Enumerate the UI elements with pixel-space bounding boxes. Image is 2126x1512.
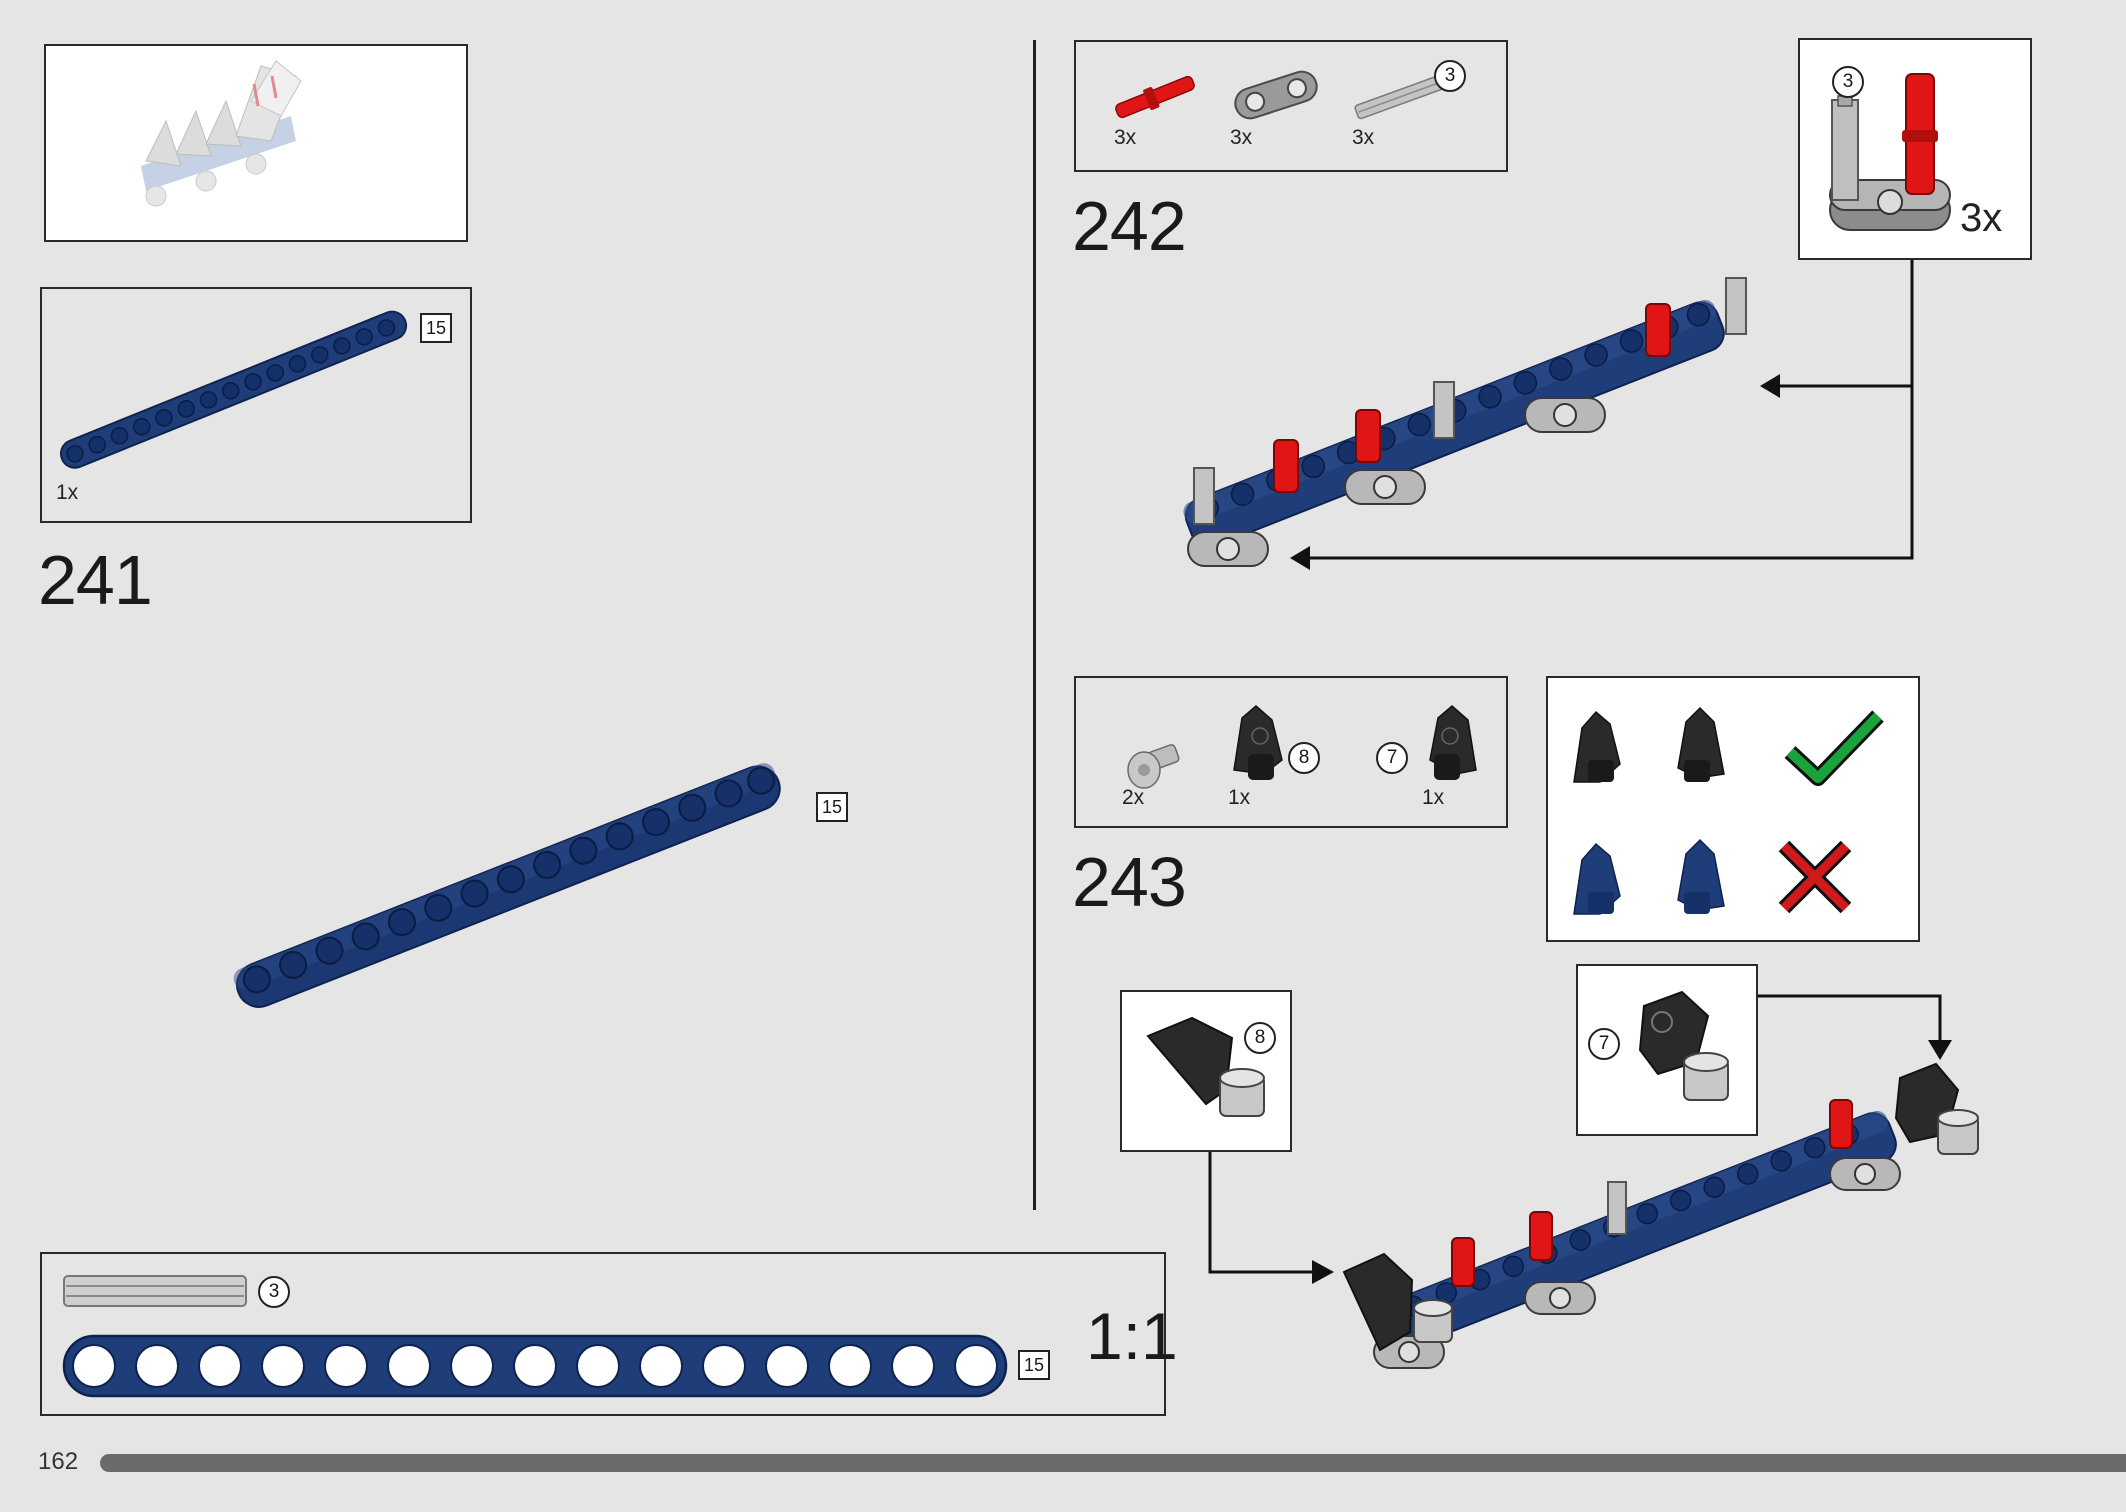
column-divider	[1033, 40, 1036, 1210]
step-243-number: 243	[1072, 843, 1187, 921]
cross-mark-icon	[1778, 840, 1852, 914]
callout-8-id-tag: 8	[1244, 1022, 1276, 1054]
step-243-parts-box: 2x 8 1x 7 1x	[1074, 676, 1508, 828]
subassembly-ghost-illustration	[141, 60, 302, 207]
scale-reference-box: 3 15 1:1	[40, 1252, 1178, 1416]
page-number: 162	[38, 1448, 79, 1475]
cross-block-icon	[1234, 70, 1318, 120]
beam-15-icon	[59, 310, 408, 469]
step-242-assembly-illustration	[1183, 277, 1747, 567]
beam-15-scale-icon	[62, 1334, 1008, 1398]
step-242-parts-box: 3x 3x 3 3x	[1074, 40, 1508, 172]
check-mark-icon	[1784, 710, 1884, 786]
step-241-number: 241	[38, 541, 153, 619]
panel-8-icon	[1233, 705, 1283, 780]
callout-pin-axle-block-illustration	[1829, 73, 1951, 231]
panel-8-with-bush-illustration	[1146, 1016, 1265, 1117]
step-242-callout: 3 3x	[1798, 38, 2032, 260]
main-beam-length-tag: 15	[816, 792, 848, 822]
scale-ratio: 1:1	[1086, 1299, 1178, 1373]
axle-length-tag: 3	[258, 1276, 290, 1308]
progress-bar	[100, 1454, 2126, 1472]
bush-icon	[1127, 744, 1180, 789]
axle-length-tag-242: 3	[1434, 60, 1466, 92]
scale-beam-length-tag: 15	[1018, 1350, 1050, 1380]
panel-7-icon	[1429, 705, 1477, 780]
step-241-beam-illustration	[233, 763, 781, 1008]
red-pin-icon	[1115, 75, 1195, 119]
axle-qty: 3x	[1352, 126, 1375, 149]
callout-axle-length-tag: 3	[1832, 66, 1864, 98]
cross-block-qty: 3x	[1230, 126, 1253, 149]
panel-8-id-tag: 8	[1288, 742, 1320, 774]
color-check-box	[1546, 676, 1920, 942]
callout-7-id-tag: 7	[1588, 1028, 1620, 1060]
bush-qty: 2x	[1122, 786, 1145, 809]
panel-7-qty: 1x	[1422, 786, 1445, 809]
step-242-number: 242	[1072, 187, 1187, 265]
subassembly-preview	[44, 44, 468, 242]
panel-8-qty: 1x	[1228, 786, 1251, 809]
step-243-assembly-illustration	[1342, 1062, 1979, 1369]
beam-length-tag: 15	[420, 313, 452, 343]
panel-7-id-tag: 7	[1376, 742, 1408, 774]
step-243-callout-8: 8	[1120, 990, 1292, 1152]
callout-multiplier: 3x	[1960, 196, 2003, 240]
beam-qty: 1x	[56, 481, 79, 504]
step-241-parts-box: 15 1x	[40, 287, 472, 523]
red-pin-qty: 3x	[1114, 126, 1137, 149]
panel-7-with-bush-illustration	[1638, 990, 1729, 1101]
step-243-callout-7: 7	[1576, 964, 1758, 1136]
color-check-illustration	[1573, 706, 1725, 915]
axle-3-scale-icon	[63, 1275, 247, 1307]
